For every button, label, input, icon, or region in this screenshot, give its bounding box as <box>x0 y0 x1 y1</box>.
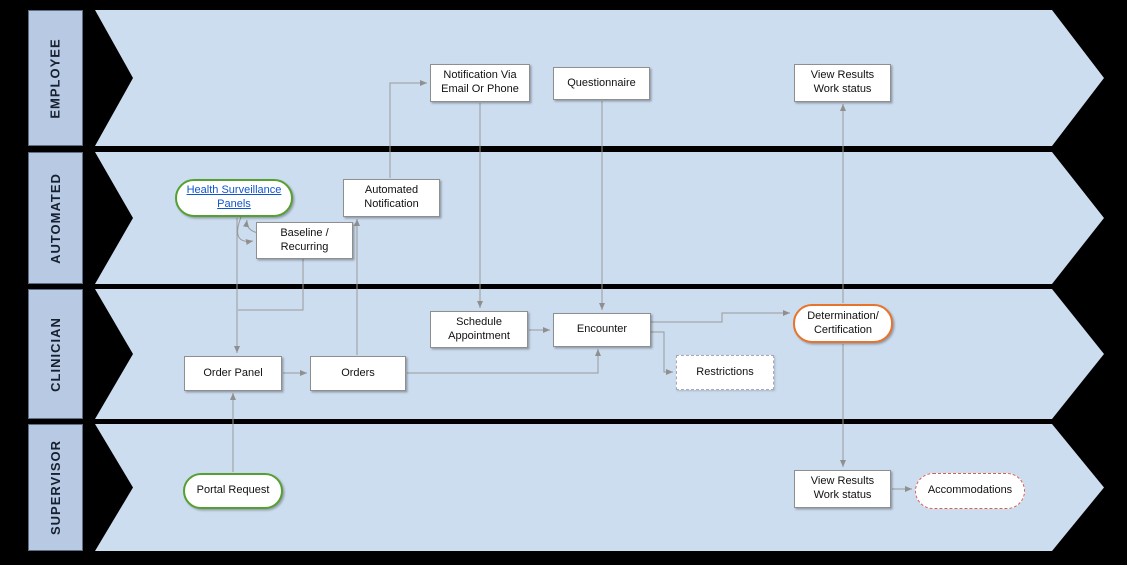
node-determination-certification: Determination/ Certification <box>793 304 893 343</box>
node-portal-request: Portal Request <box>183 473 283 509</box>
node-questionnaire: Questionnaire <box>553 67 650 100</box>
lane-label-employee-text: EMPLOYEE <box>48 37 63 119</box>
node-view-results-employee: View Results Work status <box>794 64 891 102</box>
node-accommodations: Accommodations <box>915 473 1025 509</box>
node-encounter: Encounter <box>553 313 651 347</box>
health-surveillance-panels-link[interactable]: Health Surveillance Panels <box>186 184 282 210</box>
node-view-results-supervisor: View Results Work status <box>794 470 891 508</box>
node-order-panel: Order Panel <box>184 356 282 391</box>
lane-label-supervisor: SUPERVISOR <box>28 424 83 551</box>
lane-arrow-supervisor <box>95 424 1104 551</box>
connector-automated-notification-to-notification <box>389 80 427 178</box>
lane-arrow-clinician <box>95 289 1104 419</box>
lane-label-automated-text: AUTOMATED <box>48 172 64 264</box>
node-baseline-recurring: Baseline / Recurring <box>256 222 353 259</box>
connector-orders-to-encounter <box>407 349 601 374</box>
connector-baseline-to-order-panel <box>238 259 304 311</box>
lane-label-supervisor-text: SUPERVISOR <box>48 439 64 536</box>
node-schedule-appointment: Schedule Appointment <box>430 311 528 348</box>
lane-label-automated: AUTOMATED <box>28 152 83 284</box>
node-automated-notification: Automated Notification <box>343 179 440 217</box>
lane-label-employee: EMPLOYEE <box>28 10 83 146</box>
node-orders: Orders <box>310 356 406 391</box>
lane-label-clinician-text: CLINICIAN <box>48 316 63 392</box>
node-health-surveillance-panels: Health Surveillance Panels <box>175 179 293 217</box>
connector-hsp-to-baseline-curve <box>237 216 254 246</box>
connector-encounter-to-determination <box>651 310 790 323</box>
node-notification-via-email-or-phone: Notification Via Email Or Phone <box>430 64 530 102</box>
lane-label-clinician: CLINICIAN <box>28 289 83 419</box>
node-restrictions: Restrictions <box>676 355 774 390</box>
connector-encounter-to-restrictions <box>651 331 673 375</box>
lane-arrow-automated <box>95 152 1104 284</box>
